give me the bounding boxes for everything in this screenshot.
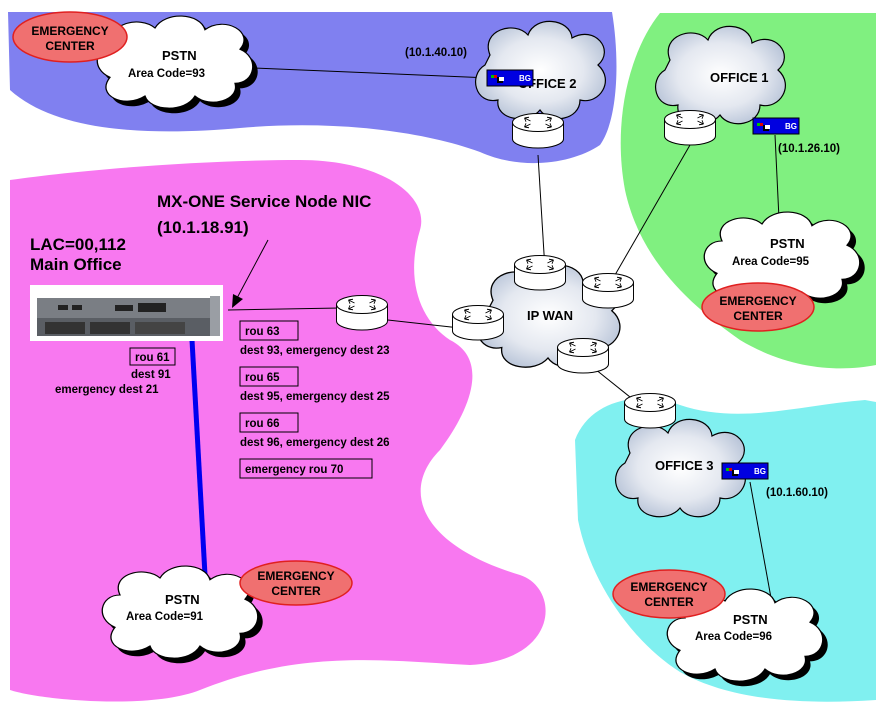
router-wan-top	[514, 255, 566, 291]
route-66-label: rou 66	[245, 418, 280, 430]
office3-ip: (10.1.60.10)	[766, 487, 828, 499]
emergency-center-91-line2: CENTER	[271, 584, 321, 598]
pstn-93-title: PSTN	[162, 48, 197, 63]
route-61-label: rou 61	[135, 352, 170, 364]
router-wan-left	[452, 305, 504, 341]
router-office1	[664, 110, 716, 146]
link-office1-wan	[614, 144, 691, 276]
trunk-main-pstn91	[189, 339, 208, 576]
emergency-center-95: EMERGENCY CENTER	[701, 282, 815, 332]
router-main	[336, 295, 388, 331]
mx-one-server	[30, 285, 223, 341]
route-66-box	[239, 412, 299, 433]
emergency-route-label: emergency rou 70	[245, 464, 343, 476]
router-office2	[512, 113, 564, 149]
pstn-95-area: Area Code=95	[732, 256, 810, 268]
emergency-center-96: EMERGENCY CENTER	[612, 569, 726, 619]
emergency-center-96-line2: CENTER	[644, 595, 694, 609]
node-arrow	[235, 239, 269, 301]
router-office3	[624, 393, 676, 429]
main-office-label: Main Office	[30, 255, 122, 274]
router-wan-right	[582, 273, 634, 309]
emergency-center-93: EMERGENCY CENTER	[12, 11, 128, 63]
pstn-96-area: Area Code=96	[695, 631, 772, 643]
office1-ip: (10.1.26.10)	[778, 143, 840, 155]
emergency-center-93-line2: CENTER	[45, 39, 95, 53]
emergency-center-95-line2: CENTER	[733, 309, 783, 323]
route-63-label: rou 63	[245, 326, 280, 338]
pstn-91-title: PSTN	[165, 592, 200, 607]
node-title: MX-ONE Service Node NIC	[157, 192, 371, 211]
emergency-route-box	[239, 458, 373, 479]
pstn-91-area: Area Code=91	[126, 611, 204, 623]
emergency-center-96-line1: EMERGENCY	[630, 580, 707, 594]
node-ip: (10.1.18.91)	[157, 218, 249, 237]
gateway-office1-label: BG	[785, 122, 797, 131]
route-61-dest: dest 91	[131, 369, 171, 381]
route-63-dest: dest 93, emergency dest 23	[240, 345, 390, 357]
route-61-box	[129, 347, 176, 366]
route-65-box	[239, 366, 299, 387]
gateway-office3-label: BG	[754, 467, 766, 476]
router-wan-bottom	[557, 338, 609, 374]
route-63-box	[239, 320, 299, 341]
route-61-emergency: emergency dest 21	[55, 384, 159, 396]
office1-label: OFFICE 1	[710, 70, 769, 85]
gateway-office2-label: BG	[519, 74, 531, 83]
office2-ip: (10.1.40.10)	[405, 47, 467, 59]
pstn-95-title: PSTN	[770, 236, 805, 251]
link-node-router	[227, 307, 341, 311]
arrow-head-icon	[232, 294, 243, 308]
emergency-center-91-line1: EMERGENCY	[257, 569, 334, 583]
link-office2-wan	[537, 154, 546, 271]
route-66-dest: dest 96, emergency dest 26	[240, 437, 390, 449]
emergency-center-95-line1: EMERGENCY	[719, 294, 796, 308]
route-65-dest: dest 95, emergency dest 25	[240, 391, 390, 403]
ip-wan-label: IP WAN	[527, 308, 573, 323]
pstn-93-area: Area Code=93	[128, 68, 205, 80]
lac-label: LAC=00,112	[30, 235, 126, 254]
pstn-96-title: PSTN	[733, 612, 768, 627]
emergency-center-93-line1: EMERGENCY	[31, 24, 108, 38]
office3-label: OFFICE 3	[655, 458, 714, 473]
route-65-label: rou 65	[245, 372, 280, 384]
emergency-center-91: EMERGENCY CENTER	[239, 560, 353, 606]
